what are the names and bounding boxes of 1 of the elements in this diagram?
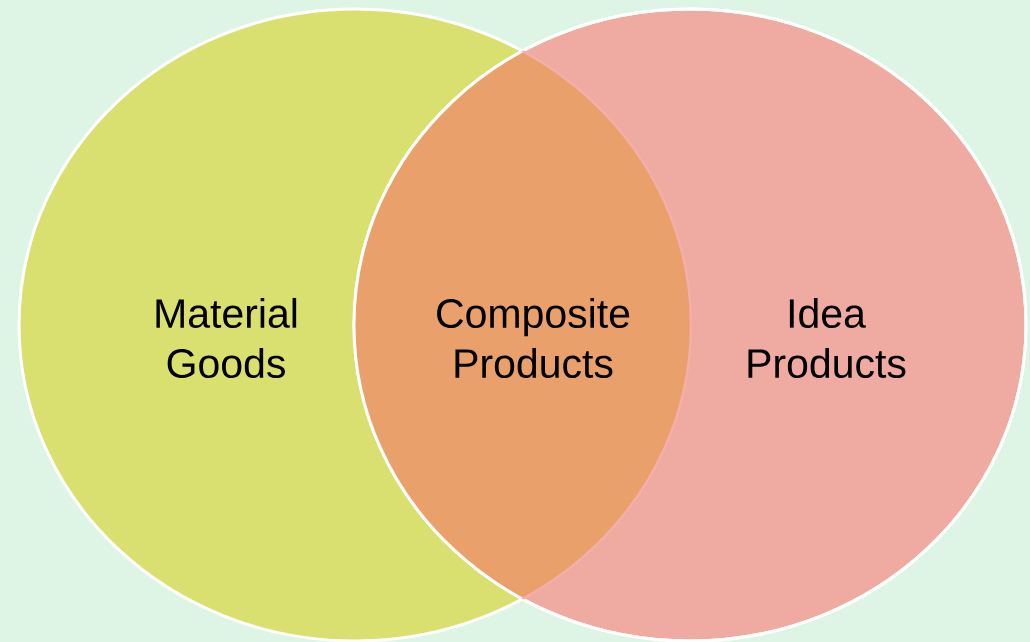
overlap-region: Composite Products <box>354 9 693 641</box>
